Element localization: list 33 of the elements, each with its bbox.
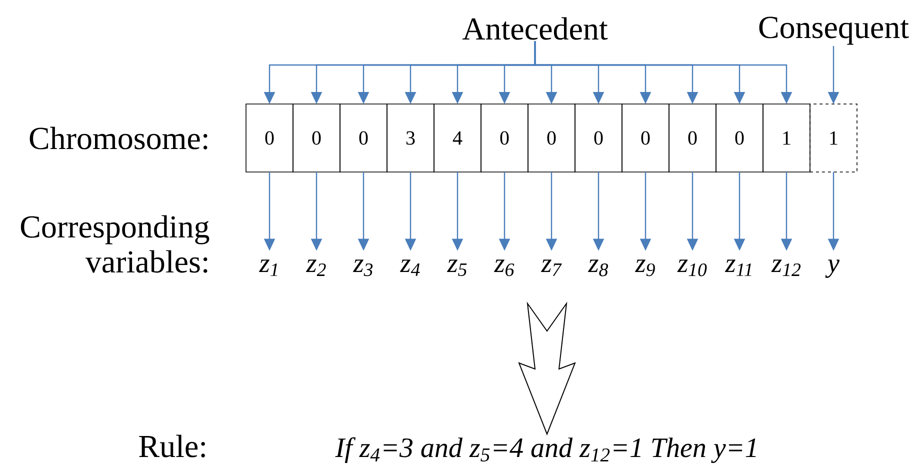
variable-label: z$_{3}$ bbox=[352, 260, 373, 276]
gene-cell: 0 bbox=[480, 104, 528, 172]
gene-cell: 0 bbox=[716, 104, 764, 172]
block-arrow bbox=[518, 302, 576, 436]
group-label: Consequent bbox=[759, 16, 909, 45]
gene-cell: 1 bbox=[810, 104, 858, 172]
gene-cell: 0 bbox=[668, 104, 716, 172]
variable-label: z$_{11}$ bbox=[724, 260, 752, 276]
gene-cell: 0 bbox=[246, 104, 294, 172]
gene-cell: 3 bbox=[386, 104, 434, 172]
row-label: Rule: bbox=[139, 434, 205, 458]
gene-cell: 0 bbox=[622, 104, 670, 172]
variable-label: z$_{8}$ bbox=[588, 260, 608, 276]
rule-text: If z$_{4}$=3 and z$_{5}$=4 and z$_{12}$=1 Then y=1 bbox=[335, 437, 756, 464]
variable-label: z$_{9}$ bbox=[634, 260, 655, 276]
gene-cell: 0 bbox=[340, 104, 388, 172]
variable-label: z$_{2}$ bbox=[306, 260, 326, 276]
variable-label: z$_{5}$ bbox=[446, 260, 467, 276]
variable-label: z$_{6}$ bbox=[494, 260, 514, 276]
group-label: Antecedent bbox=[462, 17, 608, 40]
row-label: Chromosome: bbox=[30, 126, 208, 150]
gene-cell: 0 bbox=[574, 104, 622, 172]
variable-label: z$_{12}$ bbox=[771, 260, 801, 276]
gene-cell: 0 bbox=[528, 104, 576, 172]
row-label: Corresponding variables: bbox=[20, 215, 210, 273]
variable-label: z$_{1}$ bbox=[258, 260, 278, 276]
variable-label: y bbox=[825, 260, 840, 278]
variable-label: z$_{10}$ bbox=[677, 260, 707, 276]
variable-label: z$_{4}$ bbox=[400, 260, 420, 276]
gene-cell: 0 bbox=[292, 104, 340, 172]
gene-cell: 1 bbox=[762, 104, 810, 172]
variable-label: z$_{7}$ bbox=[540, 260, 562, 276]
gene-cell: 4 bbox=[434, 104, 482, 172]
